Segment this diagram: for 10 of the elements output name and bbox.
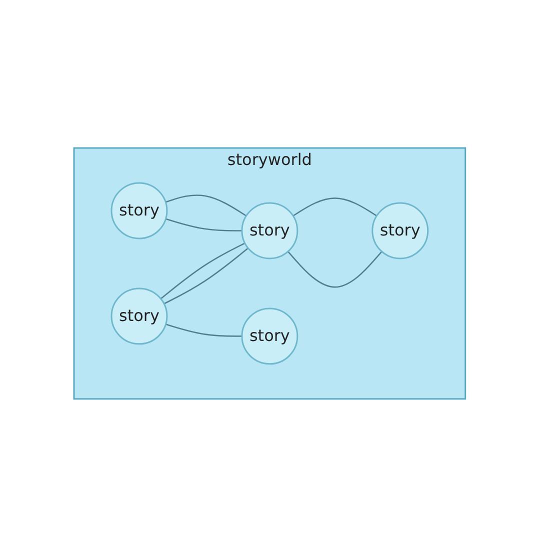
node-circle: story [241, 308, 298, 365]
node-circle: story [241, 202, 298, 260]
connector [165, 324, 242, 337]
connector [292, 198, 377, 216]
connector [165, 218, 242, 232]
connector [287, 251, 382, 288]
node-circle: story [371, 202, 428, 260]
node-circle: story [110, 288, 168, 345]
connector [165, 194, 246, 216]
node-circle: story [110, 182, 168, 240]
